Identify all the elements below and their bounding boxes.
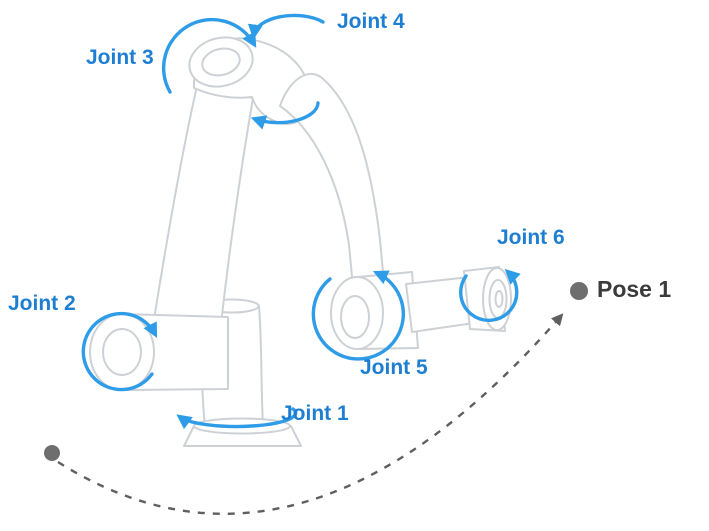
trajectory-path-icon [57,313,564,515]
joint-2-cap-inner [102,328,142,376]
joint-rotation-arrows [81,13,521,430]
joint-6-label: Joint 6 [497,226,565,249]
joint-3-rotation-arrow-icon [161,17,257,94]
joint-3-cap-inner [201,47,241,77]
motion-trajectory [44,282,588,515]
joint-1-rotation-arrow-icon [176,407,298,430]
joint-4-rotation-arrow-upper-icon [247,13,325,40]
forearm-link [279,72,385,288]
joint-3-label: Joint 3 [86,46,154,69]
joint-6-rotation-arrow-icon [459,268,521,322]
pose-1-waypoint-dot-icon [570,282,588,300]
joint-1-label: Joint 1 [281,402,349,425]
joint-5-rotation-arrow-icon [311,270,406,361]
joint-5-label: Joint 5 [360,356,428,379]
joint-2-rotation-arrow-icon [81,311,158,392]
joint-2-label: Joint 2 [8,292,76,315]
start-waypoint-dot-icon [44,445,60,461]
joint-4-label: Joint 4 [337,10,405,33]
pose-1-label: Pose 1 [597,276,672,302]
joint-6-flange-center [494,290,504,308]
robot-arm [89,36,512,447]
joint-4-rotation-arrow-lower-icon [250,101,320,130]
joint-5-cap-inner [340,295,370,339]
arm-upper-link [151,85,254,335]
